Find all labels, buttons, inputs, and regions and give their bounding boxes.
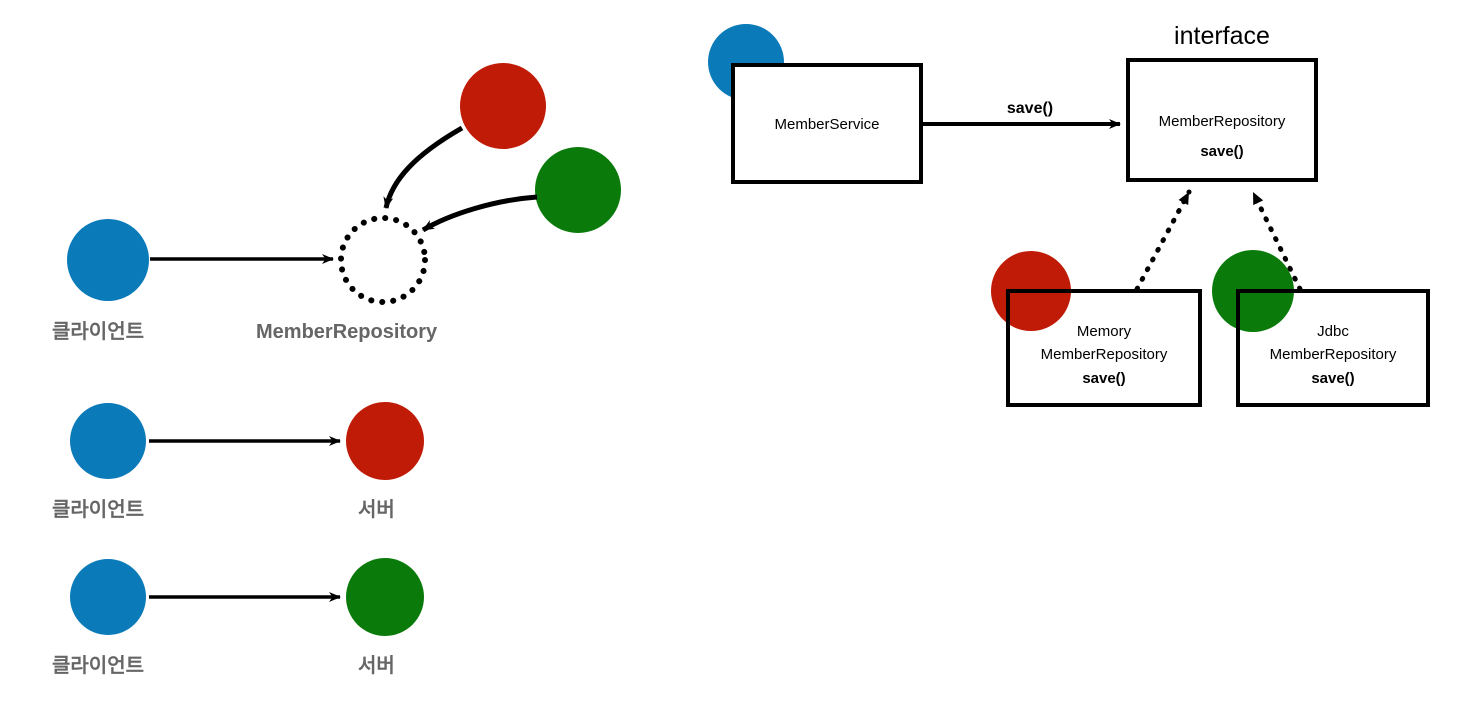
member-repository-interface-box	[1126, 58, 1318, 182]
implements-arrow-jdbc	[1250, 189, 1303, 292]
jdbc-impl-label-line1: Jdbc	[1317, 323, 1349, 340]
row-client-label: 클라이언트	[52, 655, 144, 677]
row-green-circle	[346, 558, 424, 636]
green-circle-implementation	[535, 147, 621, 233]
save-call-edge-label: save()	[1006, 100, 1054, 117]
arrow-red-to-interface	[383, 125, 464, 209]
member-repository-method-label: save()	[1200, 143, 1244, 160]
member-repository-role-label: MemberRepository	[256, 321, 438, 343]
implements-arrow-memory	[1134, 189, 1192, 292]
row-red-circle	[346, 402, 424, 480]
jdbc-member-repository-box	[1236, 289, 1430, 407]
dotted-circle-interface	[338, 215, 428, 305]
memory-impl-label-line2: MemberRepository	[1040, 346, 1168, 363]
blue-circle-client	[67, 219, 149, 301]
memory-impl-method-label: save()	[1082, 370, 1126, 387]
interface-stereotype-label: interface	[1174, 22, 1270, 50]
jdbc-impl-method-label: save()	[1311, 370, 1355, 387]
row-blue-circle	[70, 403, 146, 479]
member-repository-box-label: MemberRepository	[1158, 113, 1286, 130]
row-blue-circle	[70, 559, 146, 635]
jdbc-impl-label-line2: MemberRepository	[1269, 346, 1397, 363]
row-server-label: 서버	[358, 655, 395, 677]
memory-member-repository-box	[1006, 289, 1202, 407]
row-client-label: 클라이언트	[52, 499, 144, 521]
red-circle-implementation	[460, 63, 546, 149]
client-label: 클라이언트	[52, 321, 144, 343]
arrow-green-to-interface	[421, 194, 538, 233]
memory-impl-label-line1: Memory	[1076, 323, 1132, 340]
member-service-box-label: MemberService	[774, 116, 880, 133]
row-server-label: 서버	[358, 499, 395, 521]
